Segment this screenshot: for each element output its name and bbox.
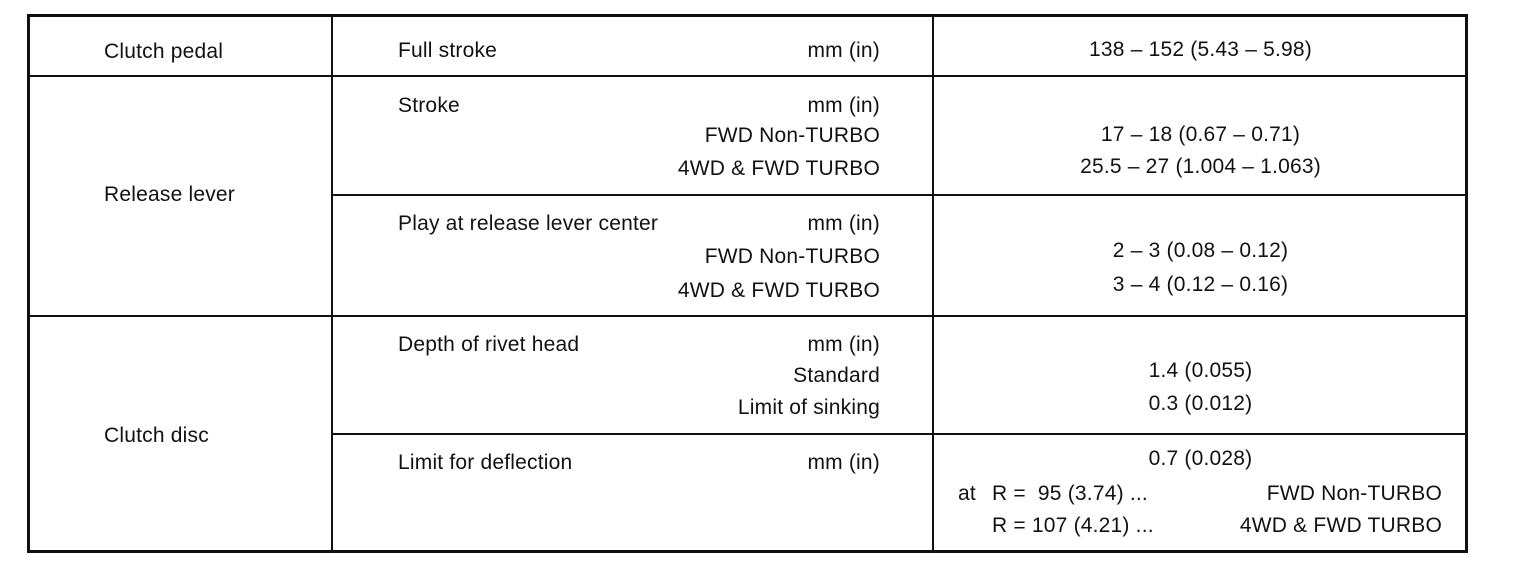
- component-label: Release lever: [104, 183, 235, 206]
- unit-label: mm (in): [807, 94, 880, 117]
- unit-label: mm (in): [807, 451, 880, 474]
- column-divider: [331, 17, 333, 550]
- sub-label: 4WD & FWD TURBO: [677, 157, 880, 180]
- sub-label: FWD Non-TURBO: [704, 124, 880, 147]
- row-divider: [30, 315, 1465, 317]
- component-label: Clutch disc: [104, 424, 209, 447]
- row-divider: [331, 194, 1465, 196]
- note-model: FWD Non-TURBO: [1266, 482, 1442, 505]
- sub-label: Limit of sinking: [737, 396, 880, 419]
- component-label: Clutch pedal: [104, 40, 224, 63]
- unit-label: mm (in): [807, 333, 880, 356]
- sub-label: Standard: [793, 364, 880, 387]
- unit-label: mm (in): [807, 212, 880, 235]
- spec-value: 1.4 (0.055): [1148, 359, 1253, 382]
- unit-label: mm (in): [807, 39, 880, 62]
- item-label: Depth of rivet head: [398, 333, 580, 356]
- spec-value: 0.3 (0.012): [1148, 392, 1253, 415]
- item-label: Stroke: [398, 94, 460, 117]
- note-radius: R = 107 (4.21) ...: [992, 514, 1154, 537]
- note-prefix: at: [958, 482, 976, 505]
- spec-value: 25.5 – 27 (1.004 – 1.063): [1080, 155, 1321, 178]
- item-label: Limit for deflection: [398, 451, 573, 474]
- spec-value: 138 – 152 (5.43 – 5.98): [1089, 38, 1312, 61]
- item-label: Play at release lever center: [398, 212, 659, 235]
- row-divider: [30, 75, 1465, 77]
- sub-label: FWD Non-TURBO: [704, 245, 880, 268]
- note-model: 4WD & FWD TURBO: [1239, 514, 1442, 537]
- item-label: Full stroke: [398, 39, 498, 62]
- column-divider: [932, 17, 934, 550]
- spec-value: 3 – 4 (0.12 – 0.16): [1112, 273, 1289, 296]
- specification-table: Clutch pedal Release lever Clutch disc F…: [27, 14, 1468, 553]
- spec-value: 17 – 18 (0.67 – 0.71): [1100, 123, 1301, 146]
- sub-label: 4WD & FWD TURBO: [677, 279, 880, 302]
- note-radius: R = 95 (3.74) ...: [992, 482, 1148, 505]
- spec-value: 2 – 3 (0.08 – 0.12): [1112, 239, 1289, 262]
- row-divider: [331, 433, 1465, 435]
- spec-value: 0.7 (0.028): [1148, 447, 1253, 470]
